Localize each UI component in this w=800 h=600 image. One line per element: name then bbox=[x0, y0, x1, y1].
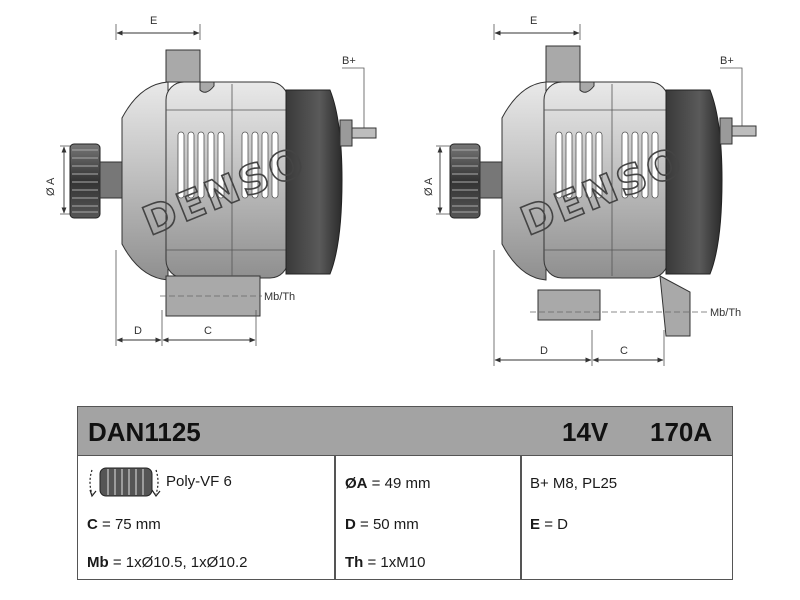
alternator-drawings: E B+ Ø A bbox=[45, 15, 757, 366]
spec-th: Th = 1xM10 bbox=[345, 554, 425, 571]
spec-mb-label: Mb bbox=[87, 554, 109, 571]
spec-e-label: E bbox=[530, 516, 541, 533]
spec-a-value: = 49 mm bbox=[371, 475, 431, 492]
spec-a-label: ØA bbox=[345, 475, 368, 492]
current-rating: 170A bbox=[650, 417, 713, 447]
spec-mb-value: = 1xØ10.5, 1xØ10.2 bbox=[112, 554, 248, 571]
spec-terminal: B+ M8, PL25 bbox=[530, 475, 618, 492]
spec-d-value: = 50 mm bbox=[360, 516, 419, 533]
spec-c: C = 75 mm bbox=[87, 516, 161, 533]
dim-a-label: Ø A bbox=[45, 177, 57, 196]
spec-a: ØA = 49 mm bbox=[345, 475, 430, 492]
dim-c-label: C bbox=[620, 345, 628, 357]
spec-c-label: C bbox=[87, 516, 98, 533]
rear-cap bbox=[285, 89, 343, 275]
dim-e-label: E bbox=[150, 15, 157, 27]
alternator-left-view: E B+ Ø A bbox=[45, 15, 377, 346]
dim-a-label: Ø A bbox=[423, 177, 435, 196]
spec-c-value: = 75 mm bbox=[102, 516, 161, 533]
pulley-type: Poly-VF 6 bbox=[166, 473, 232, 490]
dim-e-label: E bbox=[530, 15, 537, 27]
mb-th-label: Mb/Th bbox=[710, 307, 741, 319]
spec-mb: Mb = 1xØ10.5, 1xØ10.2 bbox=[87, 554, 248, 571]
rear-cap bbox=[665, 89, 723, 275]
mb-th-label: Mb/Th bbox=[264, 291, 295, 303]
spec-e-value: = D bbox=[544, 516, 568, 533]
spec-d-label: D bbox=[345, 516, 356, 533]
spec-d: D = 50 mm bbox=[345, 516, 419, 533]
alternator-right-view: E B+ Ø A bbox=[423, 15, 757, 366]
spec-header: DAN1125 14V 170A bbox=[78, 407, 732, 456]
dim-d-label: D bbox=[540, 345, 548, 357]
dim-d-label: D bbox=[134, 325, 142, 337]
spec-e: E = D bbox=[530, 516, 568, 533]
spec-th-value: = 1xM10 bbox=[367, 554, 426, 571]
pulley bbox=[69, 143, 101, 219]
spec-body: Poly-VF 6 C = 75 mm Mb = 1xØ10.5, 1xØ10.… bbox=[78, 456, 732, 580]
b-plus-label: B+ bbox=[720, 55, 734, 67]
dim-c-label: C bbox=[204, 325, 212, 337]
voltage-rating: 14V bbox=[562, 417, 609, 447]
spec-th-label: Th bbox=[345, 554, 364, 571]
column-divider bbox=[334, 456, 336, 580]
b-plus-label: B+ bbox=[342, 55, 356, 67]
model-number: DAN1125 bbox=[88, 417, 201, 447]
pulley-rotation-icon bbox=[89, 467, 161, 498]
pulley bbox=[449, 143, 481, 219]
column-divider bbox=[520, 456, 522, 580]
spec-table: DAN1125 14V 170A Poly-VF 6 C = 75 mm Mb … bbox=[77, 406, 733, 580]
